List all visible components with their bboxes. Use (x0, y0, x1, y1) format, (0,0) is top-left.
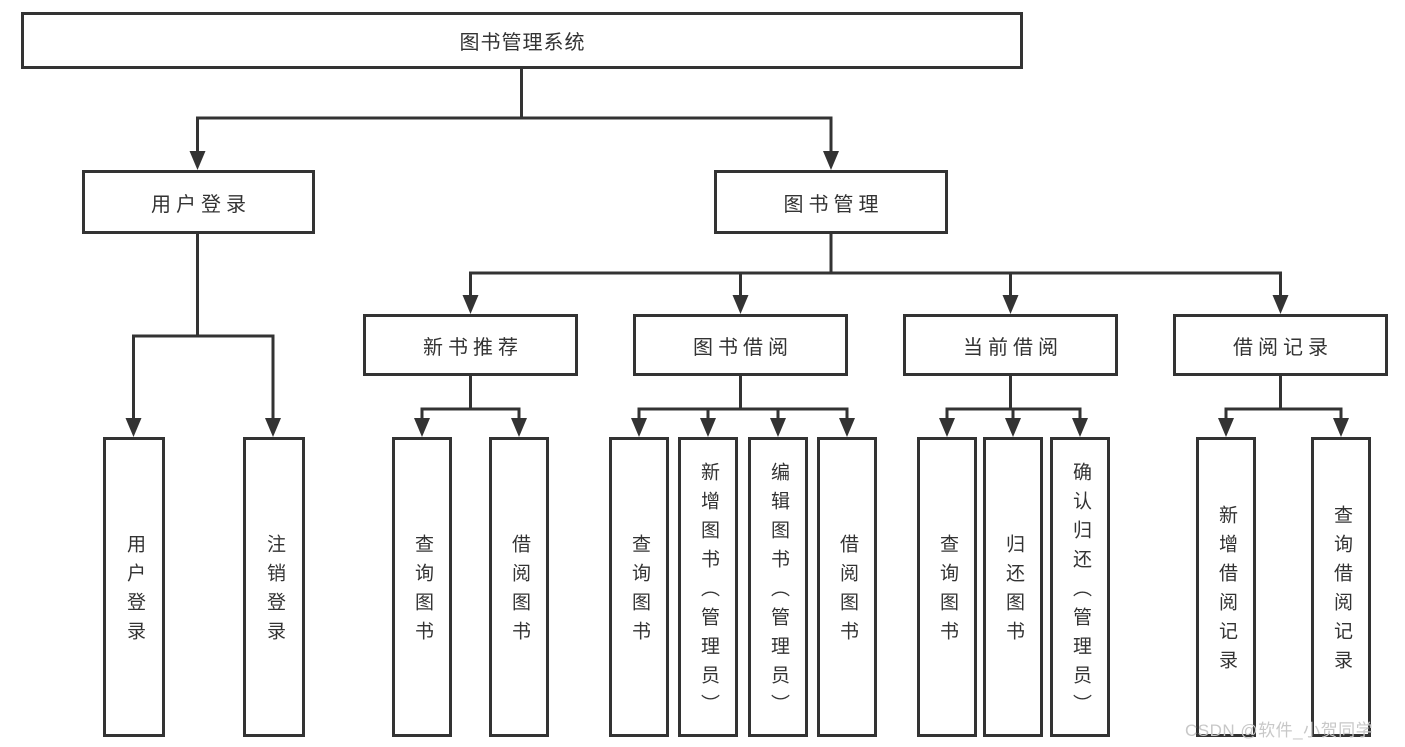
arrowhead-icon (414, 418, 430, 437)
leaf-borrow-edit-books-admin: 编辑图书（管理员） (748, 437, 808, 737)
leaf-logout: 注销登录 (243, 437, 305, 737)
node-book-borrow: 图书借阅 (633, 314, 848, 376)
node-user-login: 用户登录 (82, 170, 315, 234)
arrowhead-icon (1218, 418, 1234, 437)
arrowhead-icon (462, 295, 479, 314)
leaf-borrow-borrow-books: 借阅图书 (817, 437, 877, 737)
arrowhead-icon (125, 418, 142, 437)
arrowhead-icon (189, 151, 206, 170)
arrowhead-icon (823, 151, 839, 170)
node-borrow-records: 借阅记录 (1173, 314, 1388, 376)
leaf-borrow-query-books: 查询图书 (609, 437, 669, 737)
arrowhead-icon (770, 418, 786, 437)
arrowhead-icon (700, 418, 716, 437)
leaf-records-add-record: 新增借阅记录 (1196, 437, 1256, 737)
arrowhead-icon (939, 418, 955, 437)
arrowhead-icon (1072, 418, 1088, 437)
arrowhead-icon (1272, 295, 1289, 314)
leaf-borrow-add-books-admin: 新增图书（管理员） (678, 437, 738, 737)
arrowhead-icon (511, 418, 527, 437)
arrowhead-icon (1005, 418, 1021, 437)
node-root: 图书管理系统 (21, 12, 1023, 69)
arrowhead-icon (265, 418, 281, 437)
arrowhead-icon (631, 418, 647, 437)
arrowhead-icon (839, 418, 855, 437)
leaf-recommend-borrow-books: 借阅图书 (489, 437, 549, 737)
arrowhead-icon (1002, 295, 1019, 314)
leaf-user-login: 用户登录 (103, 437, 165, 737)
node-new-book-recommend: 新书推荐 (363, 314, 578, 376)
watermark: CSDN @软件_小贺同学 (1185, 721, 1374, 740)
leaf-records-query-record: 查询借阅记录 (1311, 437, 1371, 737)
node-book-management: 图书管理 (714, 170, 948, 234)
arrowhead-icon (1333, 418, 1349, 437)
leaf-current-confirm-return-admin: 确认归还（管理员） (1050, 437, 1110, 737)
leaf-current-query-books: 查询图书 (917, 437, 977, 737)
leaf-current-return-books: 归还图书 (983, 437, 1043, 737)
arrowhead-icon (732, 295, 749, 314)
node-current-borrow: 当前借阅 (903, 314, 1118, 376)
leaf-recommend-query-books: 查询图书 (392, 437, 452, 737)
